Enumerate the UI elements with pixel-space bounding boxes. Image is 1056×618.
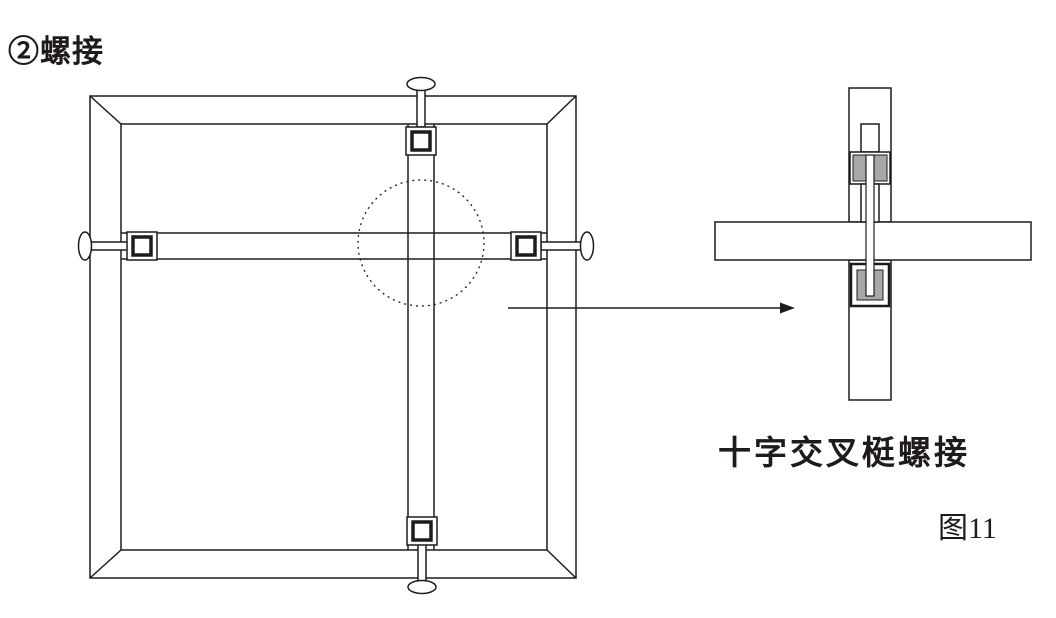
screw-nut	[515, 235, 537, 257]
detail-callout-circle	[357, 179, 485, 307]
screw-nut	[131, 235, 153, 257]
screw-left	[77, 231, 158, 261]
detail-caption: 十字交叉梃螺接	[718, 436, 970, 472]
screw-head	[406, 76, 436, 92]
figure-number: 图11	[938, 512, 997, 545]
screw-shaft	[90, 241, 129, 251]
horizontal-mullion	[121, 232, 547, 260]
vertical-mullion	[407, 124, 435, 550]
screw-head	[407, 579, 437, 595]
screw-head	[77, 231, 93, 261]
screw-shaft	[417, 543, 427, 582]
screw-right	[510, 231, 595, 261]
detail-nut-block-right	[873, 154, 888, 182]
screw-nut	[411, 520, 433, 542]
section-title: ②螺接	[8, 34, 104, 69]
screw-top	[405, 76, 437, 156]
frame-inner-edge	[120, 123, 548, 551]
screw-head	[579, 231, 595, 261]
screw-shaft	[540, 241, 582, 251]
detail-screw-pocket	[860, 123, 880, 153]
frame-plan-view	[77, 76, 595, 595]
screw-bottom	[406, 516, 438, 595]
detail-nut-block-left	[852, 154, 867, 182]
screw-shaft	[416, 89, 426, 128]
frame-outer-edge	[89, 95, 577, 579]
frame-mitre-joints	[89, 95, 577, 579]
detail-screw-shaft	[865, 154, 875, 297]
screw-nut	[410, 130, 432, 152]
cross-joint-detail	[714, 87, 1032, 401]
leader-arrow-icon	[508, 302, 795, 314]
